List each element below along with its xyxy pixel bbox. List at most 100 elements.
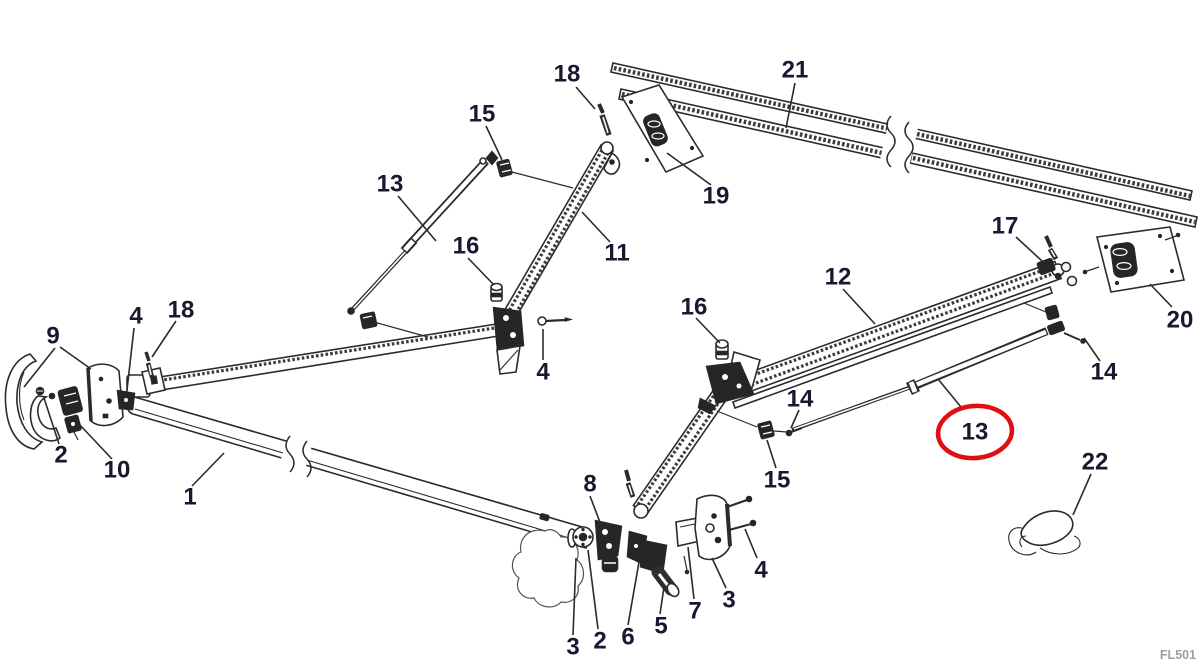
callout-18a: 18 bbox=[554, 61, 581, 88]
callout-2a: 2 bbox=[54, 442, 67, 469]
elbow-bracket-8 bbox=[594, 519, 623, 573]
left-end-cluster bbox=[4, 353, 136, 450]
callout-4c: 4 bbox=[754, 557, 768, 584]
callout-20: 20 bbox=[1167, 307, 1194, 334]
hinge-pin-right-lower bbox=[624, 469, 636, 498]
leader-line-9 bbox=[59, 346, 92, 370]
callout-9: 9 bbox=[46, 323, 59, 350]
callout-22: 22 bbox=[1082, 449, 1109, 476]
callout-14a: 14 bbox=[787, 386, 814, 413]
leader-line-10 bbox=[78, 423, 113, 460]
leader-line-1 bbox=[191, 452, 225, 487]
leader-line-11 bbox=[581, 211, 611, 243]
callout-3a: 3 bbox=[566, 634, 579, 661]
rail-bracket-20 bbox=[1082, 226, 1185, 293]
leader-line-12 bbox=[842, 288, 876, 325]
callout-16b: 16 bbox=[681, 294, 708, 321]
knob-assembly-10 bbox=[57, 386, 83, 441]
strut-clamp-left-bottom bbox=[359, 311, 429, 338]
arm-end-hub bbox=[567, 526, 594, 548]
screws-4-bottom bbox=[726, 495, 757, 531]
callout-8: 8 bbox=[583, 471, 596, 498]
leader-line-18b bbox=[151, 320, 177, 358]
motor-5 bbox=[639, 539, 680, 598]
callout-19: 19 bbox=[703, 183, 730, 210]
callout-1: 1 bbox=[183, 484, 196, 511]
callout-15a: 15 bbox=[469, 101, 496, 128]
awning-pull-clip-22 bbox=[1008, 510, 1081, 556]
callout-17: 17 bbox=[992, 213, 1019, 240]
leader-line-22 bbox=[1072, 473, 1092, 516]
leader-line-4a bbox=[126, 327, 135, 391]
callout-21: 21 bbox=[782, 57, 809, 84]
end-hook bbox=[29, 395, 61, 442]
left-arm-assembly bbox=[125, 141, 621, 550]
leader-line-15a bbox=[485, 125, 503, 161]
leader-line-21 bbox=[785, 82, 796, 129]
leader-line-8 bbox=[589, 495, 602, 526]
leader-line-20 bbox=[1149, 283, 1173, 308]
callout-10: 10 bbox=[104, 457, 131, 484]
gas-strut-13-right bbox=[785, 302, 1086, 437]
left-top-bar bbox=[126, 322, 506, 398]
leader-line-6 bbox=[627, 561, 640, 626]
rail-break-symbol bbox=[877, 109, 921, 179]
mount-bracket-9 bbox=[86, 363, 124, 427]
callout-5: 5 bbox=[654, 613, 667, 640]
callout-6: 6 bbox=[621, 624, 634, 651]
callout-4b: 4 bbox=[536, 359, 550, 386]
callout-11: 11 bbox=[604, 240, 629, 267]
leader-line-14a bbox=[790, 409, 800, 429]
hinge-pin-17 bbox=[1044, 235, 1059, 261]
strut-clamp-15-right bbox=[716, 410, 788, 440]
leader-line-15b bbox=[766, 439, 777, 469]
callout-14b: 14 bbox=[1091, 359, 1118, 386]
callout-4a: 4 bbox=[129, 303, 143, 330]
end-cover-shell bbox=[4, 353, 44, 450]
callout-3b: 3 bbox=[722, 587, 735, 614]
leader-line-16a bbox=[467, 257, 495, 286]
leader-line-5 bbox=[659, 586, 665, 615]
leader-line-9 bbox=[23, 347, 56, 388]
pivot-bolt-4-center bbox=[537, 316, 574, 326]
leader-line-18a bbox=[575, 86, 596, 110]
arm-knuckle-left bbox=[116, 389, 136, 411]
leader-line-13a bbox=[397, 195, 437, 242]
arm-junction-bracket-left bbox=[492, 306, 525, 375]
end-cap-16-left bbox=[490, 282, 503, 302]
callout-15b: 15 bbox=[764, 467, 791, 494]
hinge-pin-18-left bbox=[144, 351, 155, 378]
elbow-knuckle-right bbox=[697, 350, 761, 415]
callout-7: 7 bbox=[688, 598, 701, 625]
callouts-layer: 1223344456789101112131314141515161617181… bbox=[23, 57, 1194, 661]
strut-clamp-15-left bbox=[496, 158, 574, 189]
leader-line-17 bbox=[1015, 236, 1043, 262]
callout-18b: 18 bbox=[168, 297, 195, 324]
callout-13b: 13 bbox=[962, 419, 989, 446]
leader-line-16b bbox=[695, 317, 721, 344]
rafter-arm-12 bbox=[720, 257, 1078, 410]
callout-12: 12 bbox=[825, 264, 852, 291]
callout-13a: 13 bbox=[377, 171, 404, 198]
motor-elbow-cluster bbox=[511, 494, 757, 608]
screws-2-left bbox=[35, 386, 56, 400]
leader-line-2b bbox=[587, 549, 599, 630]
callout-16a: 16 bbox=[453, 233, 480, 260]
leader-line-4c bbox=[744, 528, 758, 559]
rail-bracket-19 bbox=[620, 84, 705, 174]
figure-code: FL501 bbox=[1160, 648, 1196, 662]
leader-line-14b bbox=[1083, 337, 1101, 362]
mount-bracket-3-right bbox=[694, 494, 732, 561]
leader-line-2a bbox=[43, 397, 60, 445]
leader-line-19 bbox=[666, 152, 712, 186]
leader-line-3b bbox=[711, 557, 727, 589]
main-arm-1 bbox=[125, 395, 590, 550]
leader-line-7 bbox=[687, 546, 695, 600]
callout-2b: 2 bbox=[593, 628, 606, 655]
arm-break-symbol bbox=[276, 427, 316, 481]
awning-rail-assembly bbox=[610, 62, 1198, 228]
leader-line-13b bbox=[937, 378, 962, 408]
highlight-circle-13b bbox=[935, 403, 1015, 461]
